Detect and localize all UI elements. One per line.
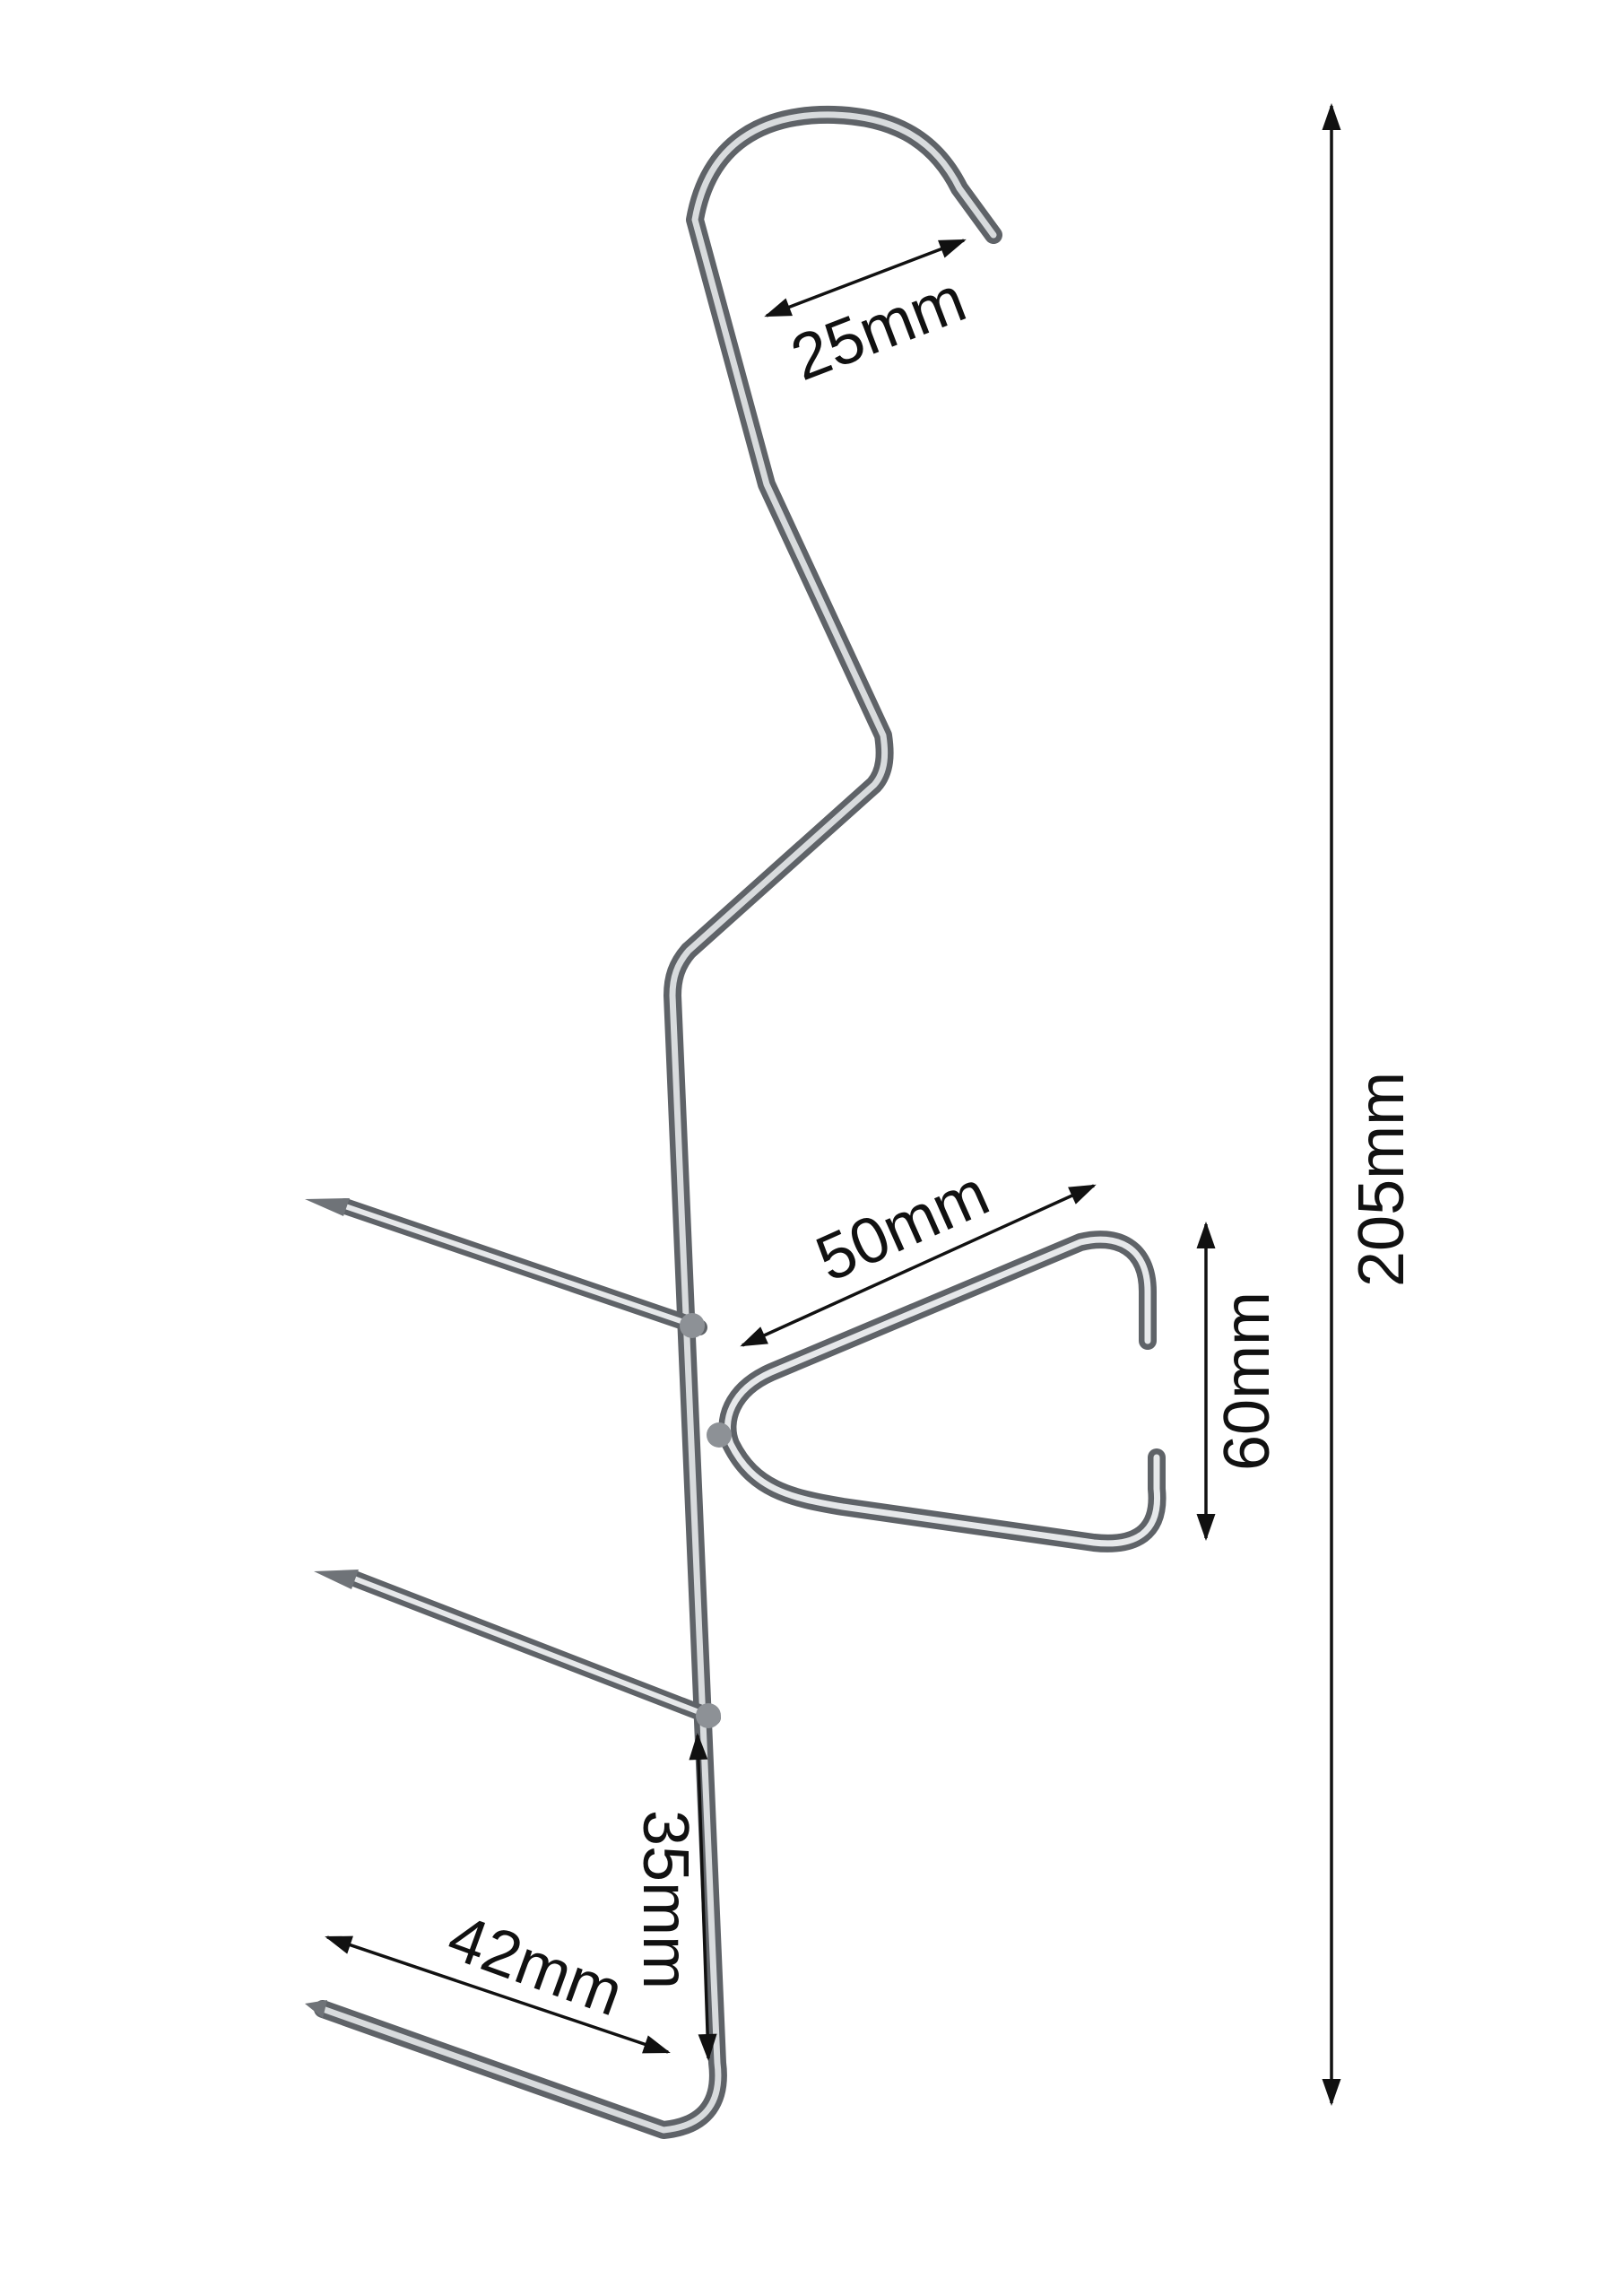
label-v-hook-length: 50mm bbox=[806, 1157, 999, 1295]
weld-joint-upper bbox=[680, 1313, 705, 1338]
dim-line-42mm bbox=[325, 1935, 671, 2054]
label-bottom-prong-length: 42mm bbox=[439, 1901, 632, 2031]
lower-prong-tip bbox=[314, 1570, 359, 1589]
label-bottom-prong-height: 35mm bbox=[629, 1810, 701, 1989]
label-total-height: 205mm bbox=[1346, 1072, 1418, 1287]
label-v-hook-height: 60mm bbox=[1211, 1292, 1283, 1471]
dim-line-50mm bbox=[740, 1184, 1097, 1347]
bottom-prong-tip bbox=[305, 2000, 327, 2018]
steel-hook bbox=[305, 105, 1167, 2139]
weld-joint-v bbox=[707, 1422, 732, 1448]
label-hook-opening: 25mm bbox=[782, 264, 975, 395]
dim-line-35mm bbox=[689, 1733, 717, 2061]
upper-prong-tip bbox=[305, 1198, 350, 1216]
weld-joint-lower bbox=[696, 1703, 721, 1728]
dim-line-25mm bbox=[764, 239, 967, 317]
dimension-labels: 25mm 205mm 50mm 60mm 35mm 42mm bbox=[439, 264, 1418, 2031]
dimension-lines bbox=[325, 103, 1341, 2106]
